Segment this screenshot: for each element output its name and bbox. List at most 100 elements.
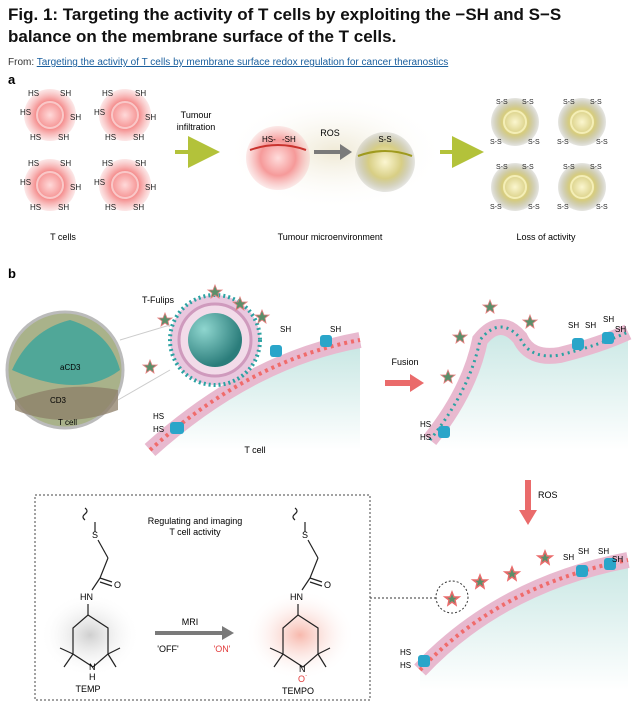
source-line: From: Targeting the activity of T cells … bbox=[8, 57, 448, 68]
loss-of-activity-label: Loss of activity bbox=[516, 232, 576, 242]
t-cell-2 bbox=[99, 89, 151, 141]
sh-tm-label: -SH bbox=[282, 135, 296, 144]
hs-label-b6: HS bbox=[400, 661, 411, 670]
ss-label: S-S bbox=[563, 99, 575, 106]
sh-label-b2: SH bbox=[330, 325, 341, 334]
t-cell-4 bbox=[99, 159, 151, 211]
fusion-label: Fusion bbox=[391, 357, 418, 367]
acd3-label: aCD3 bbox=[60, 363, 81, 372]
t-fulips-label: T-Fulips bbox=[142, 295, 175, 305]
ss-label: S-S bbox=[590, 99, 602, 106]
hs-label: HS bbox=[102, 89, 113, 98]
fulip-stars bbox=[141, 283, 271, 374]
hs-label-b2: HS bbox=[153, 425, 164, 434]
ss-label: S-S bbox=[557, 139, 569, 146]
temp-label: TEMP bbox=[75, 684, 100, 694]
inset-line-bottom bbox=[117, 369, 171, 401]
ss-label: S-S bbox=[490, 139, 502, 146]
ss-label: S-S bbox=[563, 164, 575, 171]
membrane-protein-bottom bbox=[418, 558, 616, 667]
on-label: 'ON' bbox=[214, 644, 231, 654]
hs-label: HS bbox=[20, 178, 31, 187]
cd3-label: CD3 bbox=[50, 396, 67, 405]
tumour-infiltration-label-2: infiltration bbox=[177, 122, 216, 132]
oxidized-membrane bbox=[414, 552, 630, 690]
t-cell-1 bbox=[24, 89, 76, 141]
ss-label: S-S bbox=[496, 99, 508, 106]
tumour-infiltration-label-1: Tumour bbox=[181, 110, 212, 120]
inactive-cell-1 bbox=[491, 98, 539, 146]
source-prefix: From: bbox=[8, 57, 37, 68]
sh-label: SH bbox=[133, 133, 144, 142]
mri-label: MRI bbox=[182, 617, 199, 627]
tempo-structure bbox=[269, 507, 331, 668]
tempo-o-radical: O˙ bbox=[298, 674, 308, 684]
ss-label: S-S bbox=[522, 164, 534, 171]
sh-label-b1: SH bbox=[280, 325, 291, 334]
mri-arrow bbox=[155, 626, 234, 640]
zoom-inset bbox=[5, 310, 125, 430]
hs-label: HS bbox=[102, 159, 113, 168]
temp-hn: HN bbox=[80, 592, 93, 602]
sh-label-b9: SH bbox=[598, 547, 609, 556]
zoom-highlight-circle bbox=[435, 580, 469, 614]
figure-title: Fig. 1: Targeting the activity of T cell… bbox=[8, 5, 562, 46]
sh-label-b7: SH bbox=[563, 553, 574, 562]
temp-s: S bbox=[92, 530, 98, 540]
hs-label-b4: HS bbox=[420, 433, 431, 442]
t-cell-label: T cell bbox=[244, 445, 265, 455]
fused-stars bbox=[439, 298, 539, 384]
fusion-arrow bbox=[385, 374, 424, 392]
inactive-cell-2 bbox=[558, 98, 606, 146]
inactive-cell-4 bbox=[558, 163, 606, 211]
sh-label: SH bbox=[70, 183, 81, 192]
tempo-glow bbox=[245, 590, 355, 680]
sh-label: SH bbox=[70, 113, 81, 122]
t-cell-inset-label: T cell bbox=[58, 418, 77, 427]
sh-label: SH bbox=[145, 113, 156, 122]
inset-line-top bbox=[119, 324, 171, 341]
tumour-microenvironment-label: Tumour microenvironment bbox=[278, 232, 383, 242]
temp-o: O bbox=[114, 580, 121, 590]
fused-membrane bbox=[423, 319, 632, 450]
off-label: 'OFF' bbox=[157, 644, 179, 654]
ss-label: S-S bbox=[490, 204, 502, 211]
t-cell-3 bbox=[24, 159, 76, 211]
temp-h: H bbox=[89, 672, 96, 682]
sh-label-b6: SH bbox=[615, 325, 626, 334]
sh-label-b10: SH bbox=[612, 555, 623, 564]
sh-label: SH bbox=[60, 159, 71, 168]
tempo-o: O bbox=[324, 580, 331, 590]
membrane-protein-left bbox=[170, 335, 332, 434]
sh-label: SH bbox=[60, 89, 71, 98]
ss-label: S-S bbox=[596, 139, 608, 146]
hs-label: HS bbox=[20, 108, 31, 117]
sh-label-b5: SH bbox=[603, 315, 614, 324]
hs-label: HS bbox=[94, 178, 105, 187]
sh-label: SH bbox=[58, 133, 69, 142]
tempo-hn: HN bbox=[290, 592, 303, 602]
sh-label: SH bbox=[135, 89, 146, 98]
hs-tm-label: HS- bbox=[262, 135, 276, 144]
hs-label: HS bbox=[105, 133, 116, 142]
tempo-s: S bbox=[302, 530, 308, 540]
sh-label: SH bbox=[58, 203, 69, 212]
temp-structure bbox=[59, 507, 121, 668]
sh-label: SH bbox=[133, 203, 144, 212]
t-cells-label: T cells bbox=[50, 232, 76, 242]
ss-label: S-S bbox=[557, 204, 569, 211]
temp-n: N bbox=[89, 662, 96, 672]
sh-label: SH bbox=[135, 159, 146, 168]
ros-arrow-b bbox=[519, 480, 537, 525]
red-cell-surface bbox=[246, 126, 310, 190]
chemistry-box bbox=[34, 494, 371, 701]
hs-label-b1: HS bbox=[153, 412, 164, 421]
ss-label: S-S bbox=[596, 204, 608, 211]
panel-a-letter: a bbox=[8, 72, 16, 87]
sh-label-b8: SH bbox=[578, 547, 589, 556]
tempo-n: N bbox=[299, 664, 306, 674]
source-link[interactable]: Targeting the activity of T cells by mem… bbox=[36, 57, 449, 68]
panel-b-letter: b bbox=[8, 266, 16, 281]
t-fulips-liposome bbox=[168, 293, 262, 387]
hs-label: HS bbox=[105, 203, 116, 212]
